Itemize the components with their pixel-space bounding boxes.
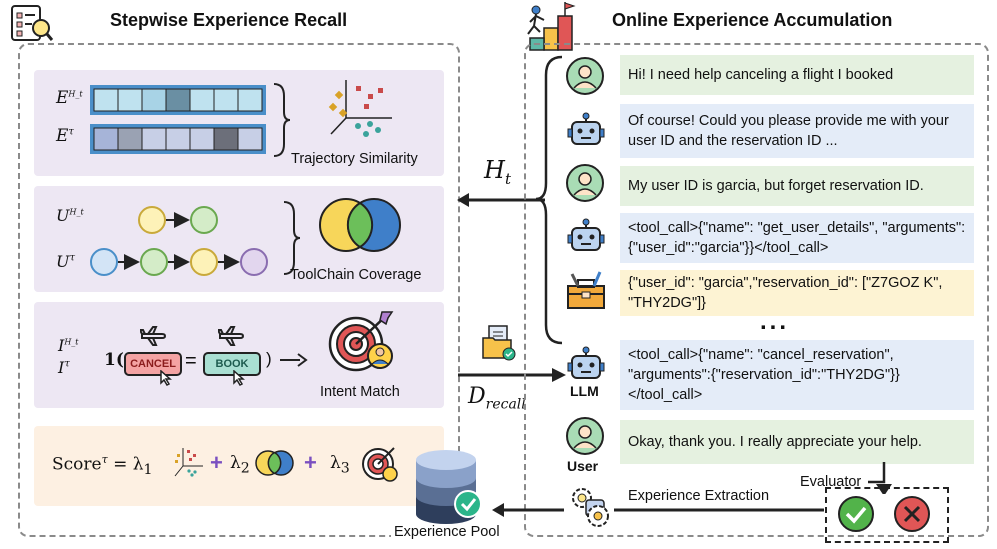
similarity-label: Trajectory Similarity xyxy=(291,151,418,167)
equals-sign: = xyxy=(185,350,197,372)
llm-robot-icon xyxy=(566,346,606,382)
evaluator-label: Evaluator xyxy=(800,474,862,490)
plane-icon-book xyxy=(216,326,245,346)
message-tool-call-2: <tool_call>{"name": "cancel_reservation"… xyxy=(620,340,974,410)
scatter-icon xyxy=(326,78,396,138)
message-user-2: My user ID is garcia, but forget reserva… xyxy=(620,166,974,206)
mini-target-icon xyxy=(360,444,400,484)
intent-label: Intent Match xyxy=(320,384,400,400)
experience-pool-label: Experience Pool xyxy=(391,524,503,540)
accumulation-title: Online Experience Accumulation xyxy=(612,10,893,30)
user-avatar-2 xyxy=(565,163,605,203)
embedding-ht-bar xyxy=(90,85,266,115)
plus-sign-1: + xyxy=(210,450,223,475)
recall-docs-icon xyxy=(479,324,519,362)
cancel-button: CANCEL xyxy=(124,352,182,376)
plane-icon-cancel xyxy=(138,326,167,346)
success-check-icon xyxy=(836,494,876,534)
recall-icon xyxy=(8,4,54,44)
book-button: BOOK xyxy=(203,352,261,376)
accumulation-frame xyxy=(524,43,989,537)
score-formula: Scoreτ = λ1 xyxy=(52,453,153,479)
recall-title: Stepwise Experience Recall xyxy=(110,10,348,30)
history-brace xyxy=(534,55,564,345)
user-label: User xyxy=(567,458,599,474)
failure-x-icon xyxy=(892,494,932,534)
robot-avatar-2 xyxy=(566,218,606,258)
coverage-label: ToolChain Coverage xyxy=(290,267,422,283)
toolchain-graph xyxy=(88,198,278,280)
e-t-label: Eτ xyxy=(56,126,74,146)
embedding-tau-bar xyxy=(90,124,266,154)
score-lambda2: λ2 xyxy=(230,453,250,477)
extraction-arrow xyxy=(490,500,830,520)
message-user-1: Hi! I need help canceling a flight I boo… xyxy=(620,55,974,95)
message-user-3: Okay, thank you. I really appreciate you… xyxy=(620,420,974,464)
ellipsis: ... xyxy=(760,308,790,335)
target-icon xyxy=(326,310,402,374)
plus-sign-2: + xyxy=(304,450,317,475)
indicator-close: ) xyxy=(266,349,272,368)
message-tool-call-1: <tool_call>{"name": "get_user_details", … xyxy=(620,213,974,263)
recall-frame xyxy=(18,43,460,537)
score-lambda3: λ3 xyxy=(330,453,350,477)
brace-2 xyxy=(282,200,302,276)
message-tool-result: {"user_id": "garcia","reservation_id": [… xyxy=(620,270,974,316)
evaluator-box xyxy=(825,487,949,543)
user-avatar-1 xyxy=(565,56,605,96)
cursor-icon-2 xyxy=(233,369,247,386)
experience-pool-icon xyxy=(412,444,492,530)
i-t-label: Iτ xyxy=(58,358,70,377)
mini-venn-icon xyxy=(255,449,295,477)
llm-label: LLM xyxy=(570,383,599,399)
robot-avatar-1 xyxy=(566,112,606,152)
drecall-arrow xyxy=(458,365,568,385)
brace-1 xyxy=(272,82,292,158)
intent-arrow xyxy=(278,350,308,370)
ht-label: Ht xyxy=(484,156,511,188)
indicator-open: 1( xyxy=(104,350,124,370)
extraction-gear-icon xyxy=(568,484,614,530)
user-avatar-3 xyxy=(565,416,605,456)
i-h-label: IH_t xyxy=(58,336,79,355)
ht-arrow xyxy=(455,190,545,210)
venn-icon xyxy=(318,196,402,254)
extraction-label: Experience Extraction xyxy=(628,488,770,504)
drecall-label: Drecall xyxy=(468,384,526,413)
u-h-label: UH_t xyxy=(56,206,84,225)
mini-scatter-icon xyxy=(173,446,205,478)
e-h-label: EH_t xyxy=(56,88,83,108)
toolbox-icon xyxy=(564,270,608,312)
cursor-icon-1 xyxy=(160,369,174,386)
u-t-label: Uτ xyxy=(56,252,76,271)
message-agent-1: Of course! Could you please provide me w… xyxy=(620,104,974,158)
